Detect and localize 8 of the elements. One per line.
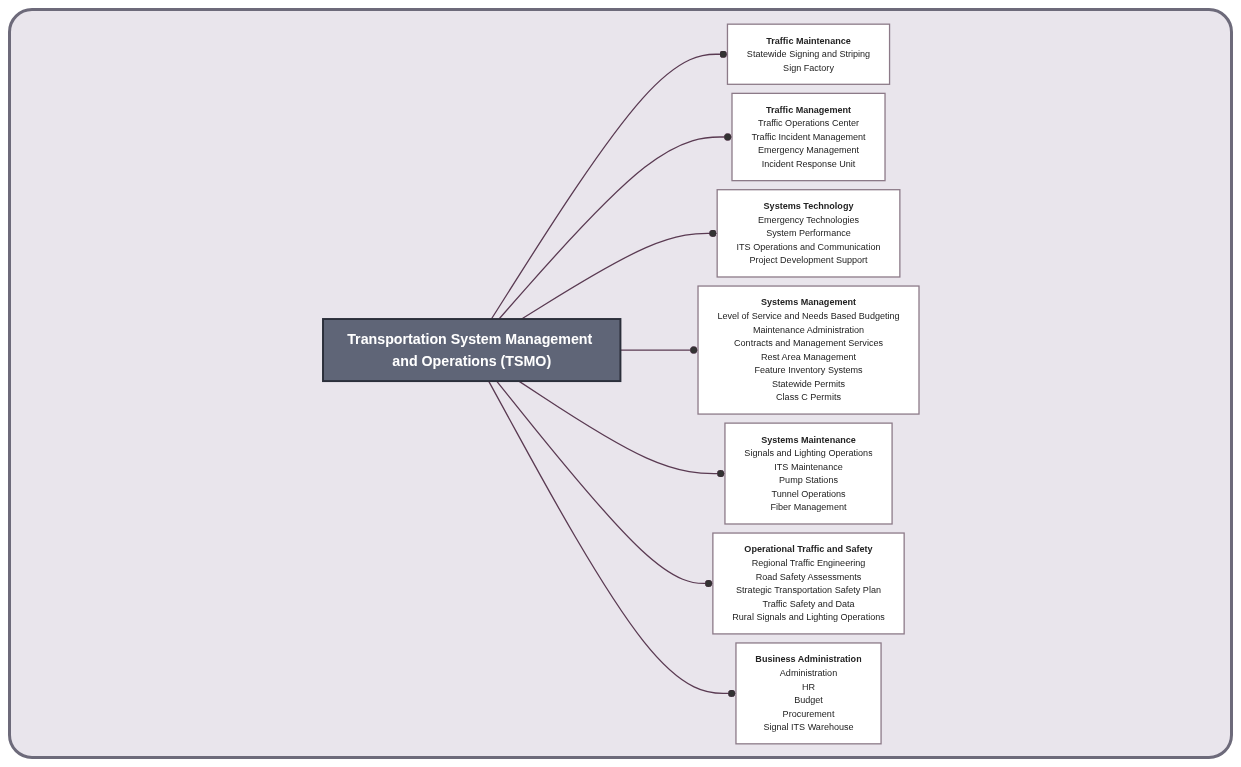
node-box: Business Administration Administration HR Budget Procurement Signal ITS Warehouse [734,641,882,744]
node-box: Transportation System Management and Operations (TSMO) [321,317,621,382]
node-box: Traffic Maintenance Statewide Signing and Striping Sign Factory [726,23,890,85]
node-box: Traffic Management Traffic Operations Center Traffic Incident Management Emergency Management Incident Response Unit [730,92,886,181]
node-box: Systems Maintenance Signals and Lighting Operations ITS Maintenance Pump Stations Tunnel Operations Fiber Management [723,421,893,525]
node-box: Systems Technology Emergency Technologies System Performance ITS Operations and Communication Project Development Support [716,188,900,278]
node-box: Operational Traffic and Safety Regional Traffic Engineering Road Safety Assessments Strategic Transportation Safety Plan Traffic Safety and Data Rural Signals and Lighting Operations [711,531,905,635]
node-box: Systems Management Level of Service and Needs Based Budgeting Maintenance Administration Contracts and Management Services Rest Area Management Feature Inventory Systems Statewide Permits Class C Permits [696,284,920,415]
